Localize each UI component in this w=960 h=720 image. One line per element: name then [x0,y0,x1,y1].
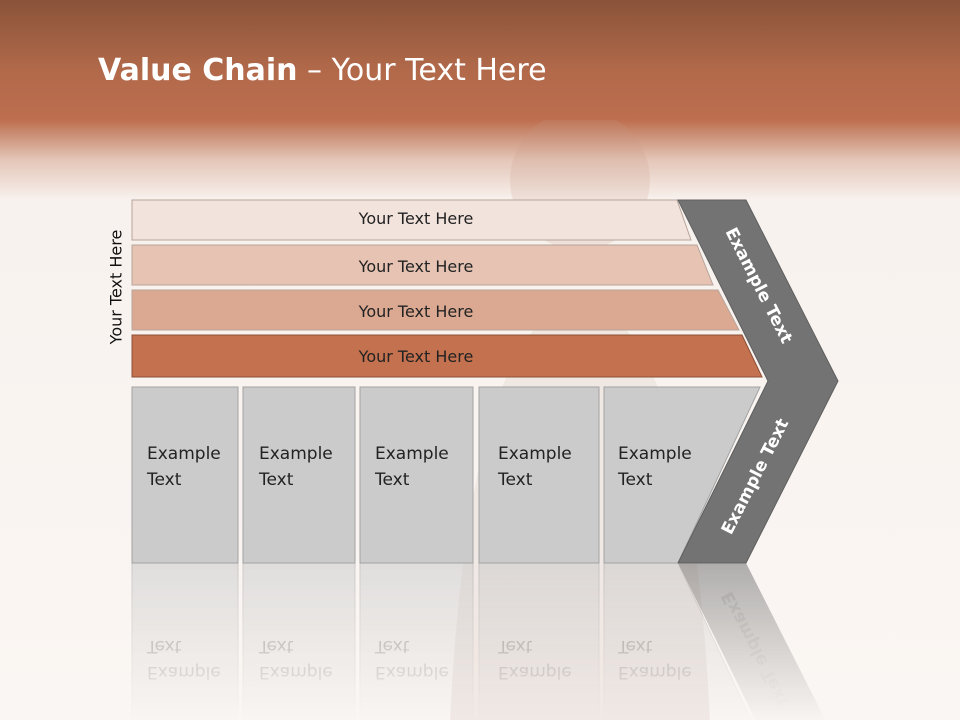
column-2-line2: Text [258,470,294,490]
title-bold: Value Chain [98,53,298,88]
bar-1[interactable] [131,199,692,241]
bar-1-label: Your Text Here [358,209,474,228]
bar-3-label: Your Text Here [358,302,474,321]
reflection-col-5-line2: Text [617,636,653,656]
bars-group: Your Text Here Your Text Here Your Text … [131,199,763,378]
bar-3[interactable] [131,289,740,331]
bar-2-label: Your Text Here [358,257,474,276]
reflection-col-2-line2: Text [258,636,294,656]
bar-4-label: Your Text Here [358,347,474,366]
bar-2[interactable] [131,244,714,286]
reflection-col-4-line2: Text [497,636,533,656]
column-1-line2: Text [146,470,182,490]
column-3-line1: Example [375,444,449,464]
reflection-col-4-line1: Example [498,662,572,682]
reflection-col-5-line1: Example [618,662,692,682]
reflection-col-3-line2: Text [374,636,410,656]
bar-4[interactable] [131,334,763,378]
column-2-line1: Example [259,444,333,464]
reflection-col-1-line1: Example [147,662,221,682]
reflection-group: Example Text Example Text Example Text E… [131,562,826,720]
column-box-2[interactable] [242,386,356,564]
title-rest: – Your Text Here [297,53,547,88]
slide-title: Value Chain – Your Text Here [98,53,547,88]
column-box-4[interactable] [478,386,600,564]
column-5-line1: Example [618,444,692,464]
column-1-line1: Example [147,444,221,464]
column-5-line2: Text [617,470,653,490]
columns-group: Example Text Example Text Example Text E… [131,386,761,564]
column-box-3[interactable] [359,386,474,564]
column-3-line2: Text [374,470,410,490]
reflection-col-2-line1: Example [259,662,333,682]
column-4-line1: Example [498,444,572,464]
reflection-col-1-line2: Text [146,636,182,656]
column-4-line2: Text [497,470,533,490]
column-box-1[interactable] [131,386,239,564]
reflection-col-3-line1: Example [375,662,449,682]
